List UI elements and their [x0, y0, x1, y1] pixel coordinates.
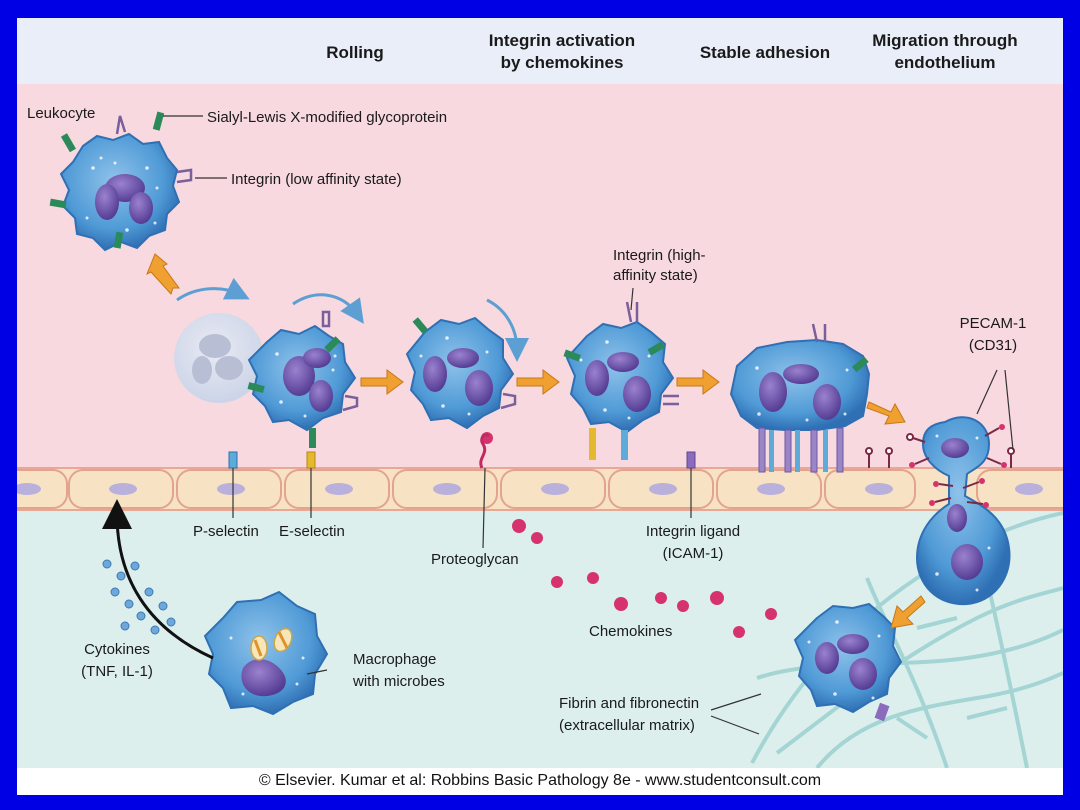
microbe-icon: [250, 635, 268, 661]
header-band: [17, 18, 1063, 84]
leukocyte-rolling-2: [405, 316, 517, 430]
label-integrin-ligand-line1: Integrin ligand: [646, 523, 740, 540]
vessel-lumen: [17, 84, 1063, 468]
leukocyte-ghost: [174, 313, 264, 403]
stage-stable-adhesion: Stable adhesion: [700, 43, 830, 62]
endothelium: [17, 467, 1063, 511]
label-fibrin-line2: (extracellular matrix): [559, 717, 695, 734]
macrophage: [203, 590, 329, 716]
rotation-arrow-0: [176, 277, 250, 302]
stage-rolling: Rolling: [326, 43, 384, 62]
copyright-footer: © Elsevier. Kumar et al: Robbins Basic P…: [258, 772, 822, 789]
rotation-arrow-2: [486, 298, 529, 362]
leukocyte-free: [49, 111, 193, 252]
label-chemokines: Chemokines: [589, 623, 672, 640]
label-integrin-high-line1: Integrin (high-: [613, 247, 706, 264]
label-integrin-high-line2: affinity state): [613, 267, 698, 284]
stage-migration-line2: endothelium: [894, 53, 995, 72]
label-p-selectin: P-selectin: [193, 523, 259, 540]
stage-activation-line2: by chemokines: [501, 53, 624, 72]
p-selectin-molecule: [228, 451, 238, 469]
label-cytokines-line1: Cytokines: [84, 641, 150, 658]
label-e-selectin: E-selectin: [279, 523, 345, 540]
process-arrows: [146, 253, 926, 629]
label-proteoglycan: Proteoglycan: [431, 551, 519, 568]
label-macrophage-line2: with microbes: [352, 673, 445, 690]
label-leukocyte: Leukocyte: [27, 105, 95, 122]
label-sialyl-lewis: Sialyl-Lewis X-modified glycoprotein: [207, 109, 447, 126]
stage-migration-line1: Migration through: [872, 31, 1017, 50]
leader-lines: [163, 115, 1014, 735]
leukocyte-rolling-1: [247, 310, 359, 448]
leukocyte-migrating: [907, 416, 1011, 606]
label-pecam1-line2: (CD31): [969, 337, 1017, 354]
leukocyte-activated: [563, 301, 679, 460]
cytokine-arrow: [102, 499, 214, 660]
proteoglycan-molecule: [479, 433, 491, 469]
rotation-arrow-1: [292, 293, 364, 324]
leukocyte-adherent: [729, 323, 871, 473]
icam1-molecule: [686, 451, 696, 469]
slide-frame: Rolling Integrin activation by chemokine…: [17, 18, 1063, 795]
label-integrin-low: Integrin (low affinity state): [231, 171, 402, 188]
leukocyte-extravasation-diagram: Rolling Integrin activation by chemokine…: [17, 18, 1063, 768]
label-pecam1-line1: PECAM-1: [960, 315, 1027, 332]
leukocyte-in-tissue: [793, 602, 903, 722]
label-integrin-ligand-line2: (ICAM-1): [663, 545, 724, 562]
label-macrophage-line1: Macrophage: [353, 651, 436, 668]
label-cytokines-line2: (TNF, IL-1): [81, 663, 153, 680]
stage-activation-line1: Integrin activation: [489, 31, 635, 50]
tissue-region: [17, 510, 1063, 768]
label-fibrin-line1: Fibrin and fibronectin: [559, 695, 699, 712]
pecam1-molecules-cell: [906, 433, 914, 441]
e-selectin-molecule: [306, 451, 316, 469]
microbe-icon: [273, 627, 293, 653]
cytokine-particles: [102, 559, 176, 635]
